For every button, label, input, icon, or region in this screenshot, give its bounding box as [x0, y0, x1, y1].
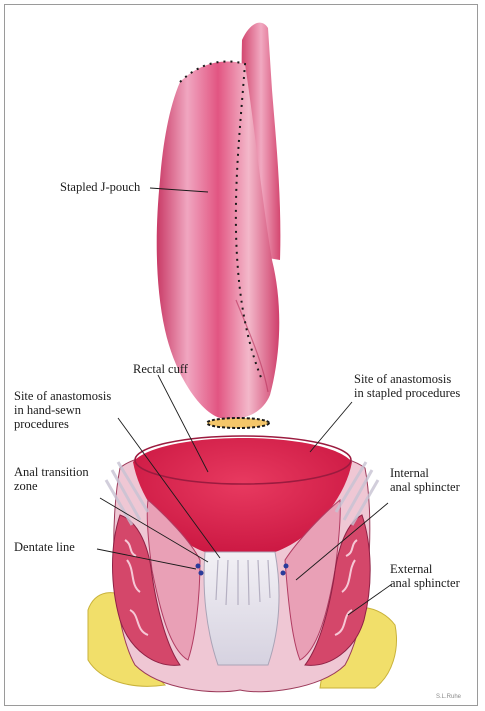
label-external-anal-sphincter: External anal sphincter	[390, 562, 460, 590]
label-site-hand-sewn-line-2: in hand-sewn	[14, 403, 111, 417]
label-internal-anal-sphincter-line-2: anal sphincter	[390, 480, 460, 494]
label-stapled-j-pouch: Stapled J-pouch	[60, 180, 140, 194]
label-internal-anal-sphincter: Internal anal sphincter	[390, 466, 460, 494]
label-internal-anal-sphincter-line-1: Internal	[390, 466, 460, 480]
leader-site-stapled	[310, 402, 352, 452]
pouch-anastomosis-ring	[207, 418, 269, 428]
label-dentate-line: Dentate line	[14, 540, 75, 554]
label-external-anal-sphincter-line-2: anal sphincter	[390, 576, 460, 590]
dentate-dot-right-2	[281, 571, 286, 576]
label-site-hand-sewn-line-1: Site of anastomosis	[14, 389, 111, 403]
label-external-anal-sphincter-line-1: External	[390, 562, 460, 576]
label-anal-transition-zone: Anal transition zone	[14, 465, 89, 493]
canal-lining	[204, 552, 279, 665]
label-site-hand-sewn-line-3: procedures	[14, 417, 111, 431]
label-anal-transition-zone-line-1: Anal transition	[14, 465, 89, 479]
label-site-hand-sewn: Site of anastomosis in hand-sewn procedu…	[14, 389, 111, 431]
label-rectal-cuff: Rectal cuff	[133, 362, 188, 376]
dentate-dot-right-1	[284, 564, 289, 569]
label-site-stapled-line-1: Site of anastomosis	[354, 372, 460, 386]
label-site-stapled: Site of anastomosis in stapled procedure…	[354, 372, 460, 400]
label-anal-transition-zone-line-2: zone	[14, 479, 89, 493]
artist-credit: S.L.Ruhe	[436, 694, 461, 700]
dentate-dot-left-1	[196, 564, 201, 569]
anal-canal	[88, 436, 396, 692]
label-site-stapled-line-2: in stapled procedures	[354, 386, 460, 400]
dentate-dot-left-2	[199, 571, 204, 576]
